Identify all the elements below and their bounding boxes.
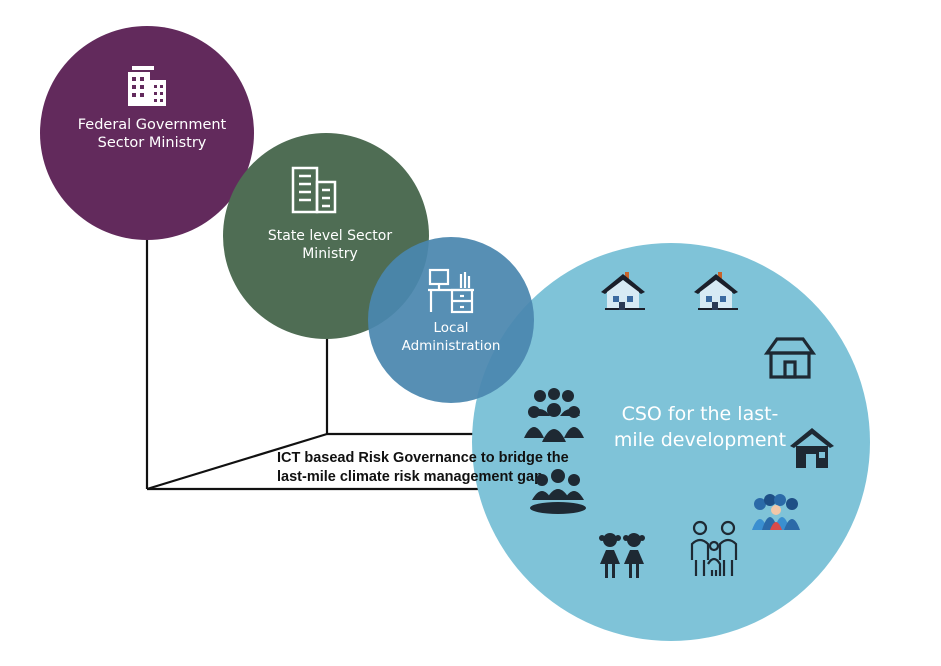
family-icon — [690, 520, 738, 576]
house-icon — [601, 272, 645, 310]
state-label-line1: State level Sector — [268, 228, 393, 244]
diagonal-line — [146, 432, 328, 491]
connector-label-line1: ICT basead Risk Governance to bridge the — [277, 450, 569, 466]
children-icon — [599, 533, 645, 578]
cso-label-line1: CSO for the last- — [622, 403, 779, 425]
federal-label-line2: Sector Ministry — [98, 135, 207, 151]
house-icon — [694, 272, 738, 310]
local-label-line1: Local — [434, 320, 469, 336]
local-label-line2: Administration — [402, 338, 501, 354]
connector-label-line2: last-mile climate risk management gap — [277, 469, 543, 485]
office-building-icon — [291, 166, 337, 214]
house-icon — [790, 428, 834, 468]
federal-circle — [40, 26, 254, 240]
community-group-icon — [752, 494, 800, 530]
group-icon — [530, 469, 586, 514]
office-building-icon — [128, 66, 166, 106]
house-outline-icon — [763, 337, 817, 379]
office-desk-icon — [428, 268, 474, 314]
connector-lines — [145, 238, 500, 491]
local-circle — [368, 237, 534, 403]
federal-label-line1: Federal Government — [78, 117, 227, 133]
cso-circle — [472, 243, 870, 641]
cso-label-line2: mile development — [614, 429, 786, 451]
state-label-line2: Ministry — [302, 246, 358, 262]
group-icon — [524, 388, 584, 442]
